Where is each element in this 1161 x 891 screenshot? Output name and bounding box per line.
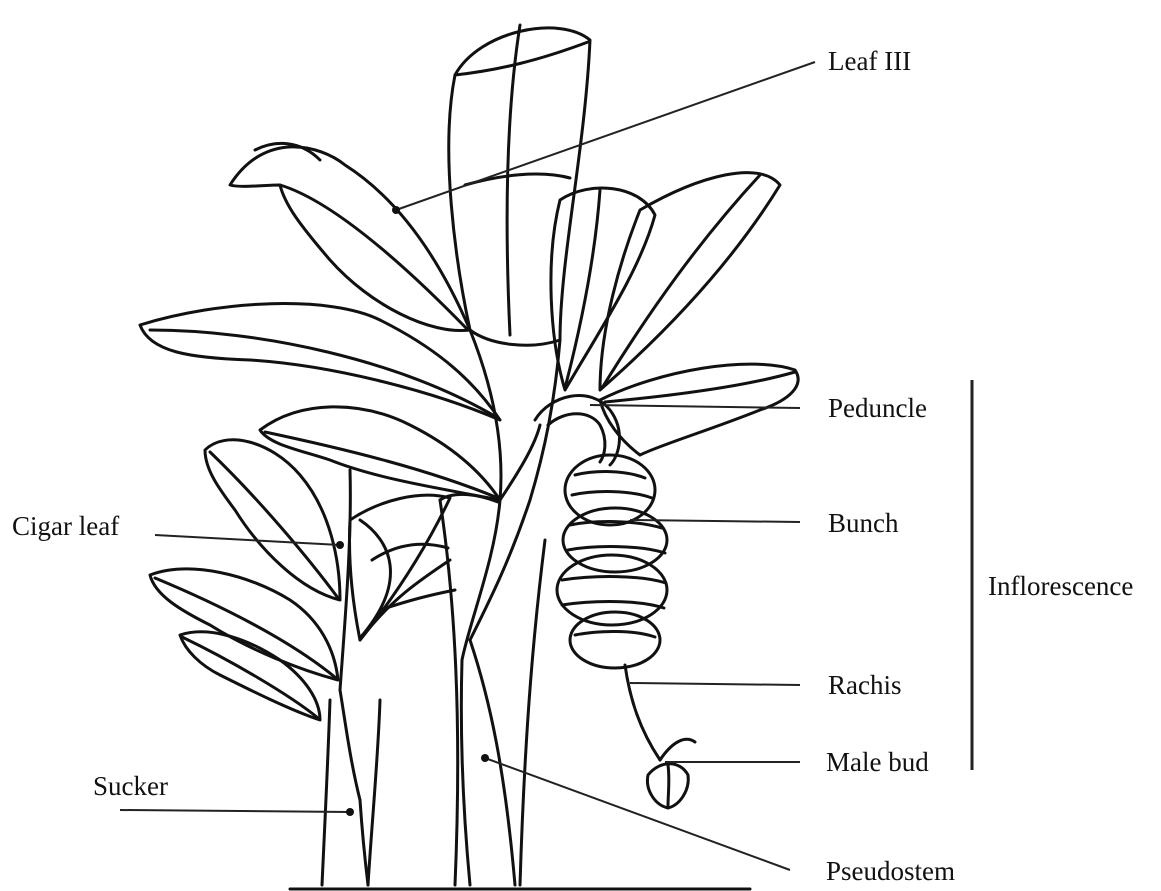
lower-left-leaf-shape: [260, 407, 500, 500]
leaf-iii-dot: [392, 206, 400, 214]
plant-drawing: [140, 25, 798, 889]
label-inflorescence: Inflorescence: [988, 571, 1133, 601]
sucker-shape: [150, 440, 455, 885]
large-left-leaf-shape: [140, 304, 500, 420]
bunch-shape: [557, 455, 667, 668]
rachis-leader: [630, 683, 800, 685]
upper-right-leaf-shape: [551, 173, 780, 390]
label-male-bud: Male bud: [826, 747, 929, 777]
cigar-leaf-leader: [155, 535, 340, 545]
pseudostem-dot: [481, 754, 489, 762]
sucker-leader: [120, 810, 350, 812]
label-leaf-iii: Leaf III: [828, 46, 911, 76]
pseudostem-shape: [440, 330, 560, 885]
pseudostem-leader: [485, 758, 790, 870]
rachis-shape: [625, 665, 695, 760]
label-sucker: Sucker: [93, 771, 168, 801]
sucker-dot: [346, 808, 354, 816]
label-bunch: Bunch: [828, 508, 899, 538]
label-peduncle: Peduncle: [828, 393, 927, 423]
label-cigar-leaf: Cigar leaf: [12, 511, 119, 541]
labels: Leaf III Peduncle Bunch Inflorescence Ra…: [12, 46, 1133, 886]
leaf-iii-shape: [449, 25, 590, 345]
label-pseudostem: Pseudostem: [826, 856, 955, 886]
cigar-leaf-dot: [336, 541, 344, 549]
label-rachis: Rachis: [828, 670, 902, 700]
right-leaf-shape: [600, 364, 798, 455]
peduncle-shape: [500, 396, 619, 500]
male-bud-shape: [647, 764, 688, 808]
